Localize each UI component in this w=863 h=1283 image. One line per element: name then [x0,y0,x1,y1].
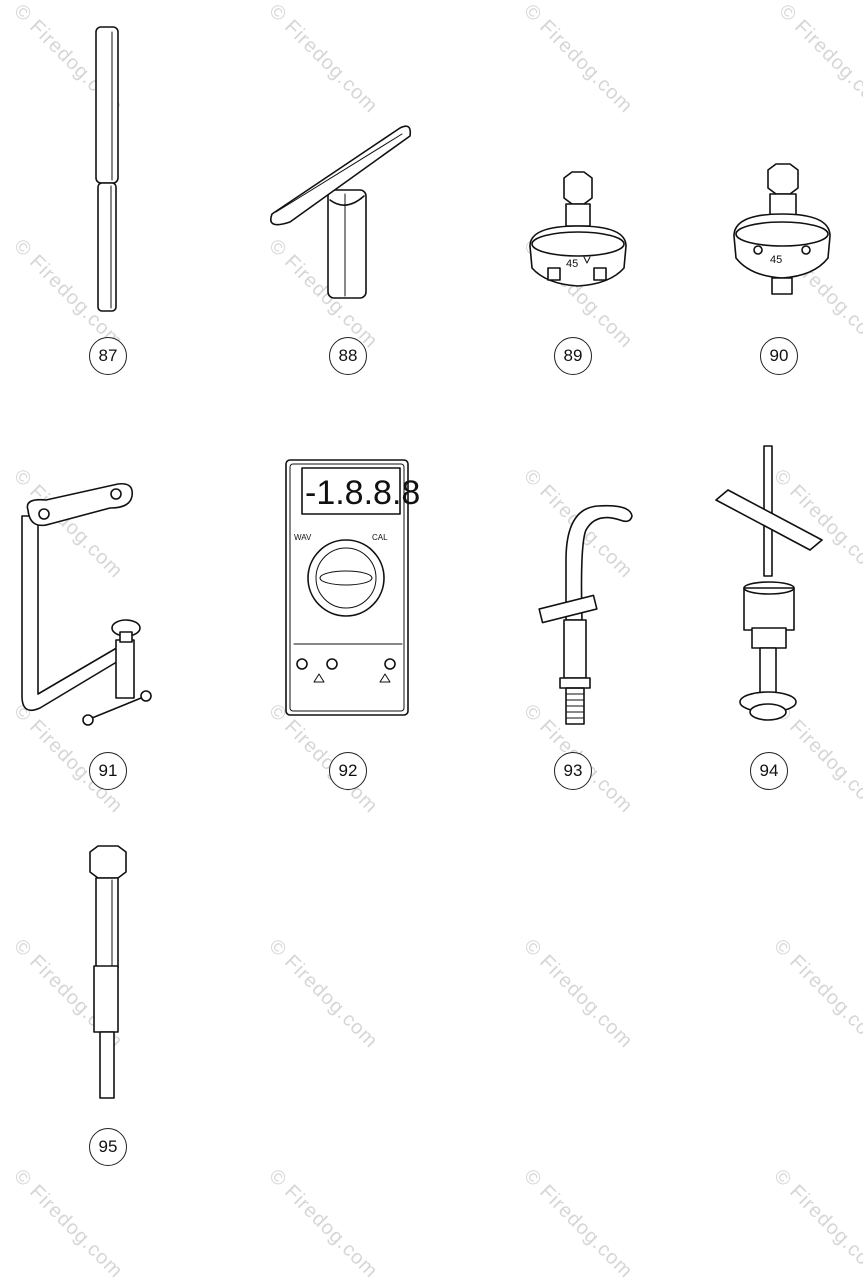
parts-diagram-sheet: © Firedog.com © Firedog.com © Firedog.co… [9,0,863,1283]
tool-drawings: 45 45 [21,26,831,1099]
tool-94-t-bar-drawing [715,445,823,721]
tool-90-label: 45 [770,254,782,266]
tool-92-left-label: WAV [294,533,312,542]
callout-89: 89 [554,337,592,375]
callout-87: 87 [89,337,127,375]
tool-90-puller-drawing: 45 [733,163,831,295]
callout-94: 94 [750,752,788,790]
tool-93-hook-drawing [538,504,633,725]
callout-93: 93 [554,752,592,790]
tool-88-t-handle-drawing [270,125,412,299]
tool-89-label: 45 [566,258,578,270]
tool-95-bolt-drawing [89,845,127,1099]
tool-92-multimeter-drawing: -1.8.8.8 WAV CAL [285,459,420,716]
tool-92-display: -1.8.8.8 [305,474,420,512]
tool-91-clamp-drawing [21,482,152,726]
tool-92-right-label: CAL [372,533,388,542]
callout-90: 90 [760,337,798,375]
callout-95: 95 [89,1128,127,1166]
tool-87-rod-drawing [95,26,119,312]
callout-88: 88 [329,337,367,375]
tool-89-puller-drawing: 45 [529,171,627,287]
callout-92: 92 [329,752,367,790]
callout-91: 91 [89,752,127,790]
